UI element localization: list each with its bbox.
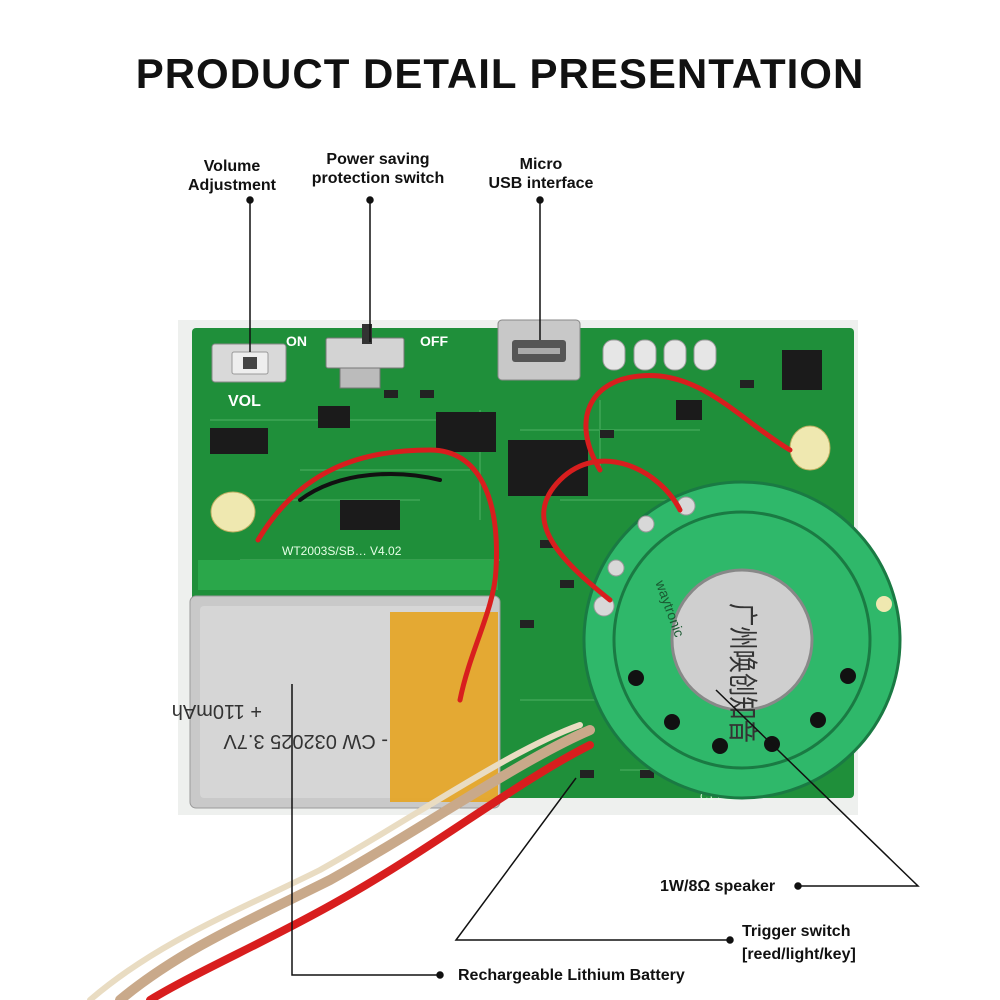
- callout-usb-line2: USB interface: [488, 175, 594, 192]
- callout-usb: Micro USB interface: [478, 155, 604, 193]
- solder-pad-right: [789, 425, 831, 471]
- callout-speaker-text: 1W/8Ω speaker: [660, 878, 776, 895]
- micro-usb-port: [497, 319, 581, 381]
- lithium-battery: [189, 595, 501, 809]
- board-on-text: ON: [286, 333, 307, 349]
- callout-trigger: Trigger switch [reed/light/key]: [742, 922, 892, 964]
- volume-button: [211, 343, 287, 383]
- callout-volume: Volume Adjustment: [178, 157, 286, 195]
- battery-text-1: + 110mAh: [172, 700, 262, 722]
- ic-chips: [210, 350, 822, 530]
- callout-battery: Rechargeable Lithium Battery: [458, 966, 738, 985]
- callout-usb-line1: Micro: [519, 156, 563, 173]
- callout-trigger-line2: [reed/light/key]: [742, 946, 856, 963]
- callout-volume-line1: Volume: [203, 158, 261, 175]
- callout-power: Power saving protection switch: [298, 150, 458, 188]
- battery-text-2: - CW 032025 3.7V: [223, 730, 388, 752]
- board-model-text: WT2003S/SB… V4.02: [282, 544, 402, 558]
- power-switch: [325, 324, 405, 389]
- callout-power-line2: protection switch: [311, 170, 445, 187]
- header-pads: [602, 339, 717, 371]
- callout-battery-text: Rechargeable Lithium Battery: [458, 967, 685, 984]
- callout-trigger-line1: Trigger switch: [742, 923, 851, 940]
- board-off-text: OFF: [420, 333, 448, 349]
- page-title: PRODUCT DETAIL PRESENTATION: [135, 50, 865, 97]
- callout-lines: [246, 196, 920, 979]
- callout-power-line1: Power saving: [326, 151, 430, 168]
- callout-speaker: 1W/8Ω speaker: [660, 877, 800, 896]
- solder-pad-left: [210, 491, 256, 533]
- wires: [87, 373, 793, 1000]
- board-vol-text: VOL: [228, 393, 261, 410]
- speaker-cn-text: 广州唤创知音: [725, 603, 758, 743]
- callout-volume-line2: Adjustment: [188, 177, 276, 194]
